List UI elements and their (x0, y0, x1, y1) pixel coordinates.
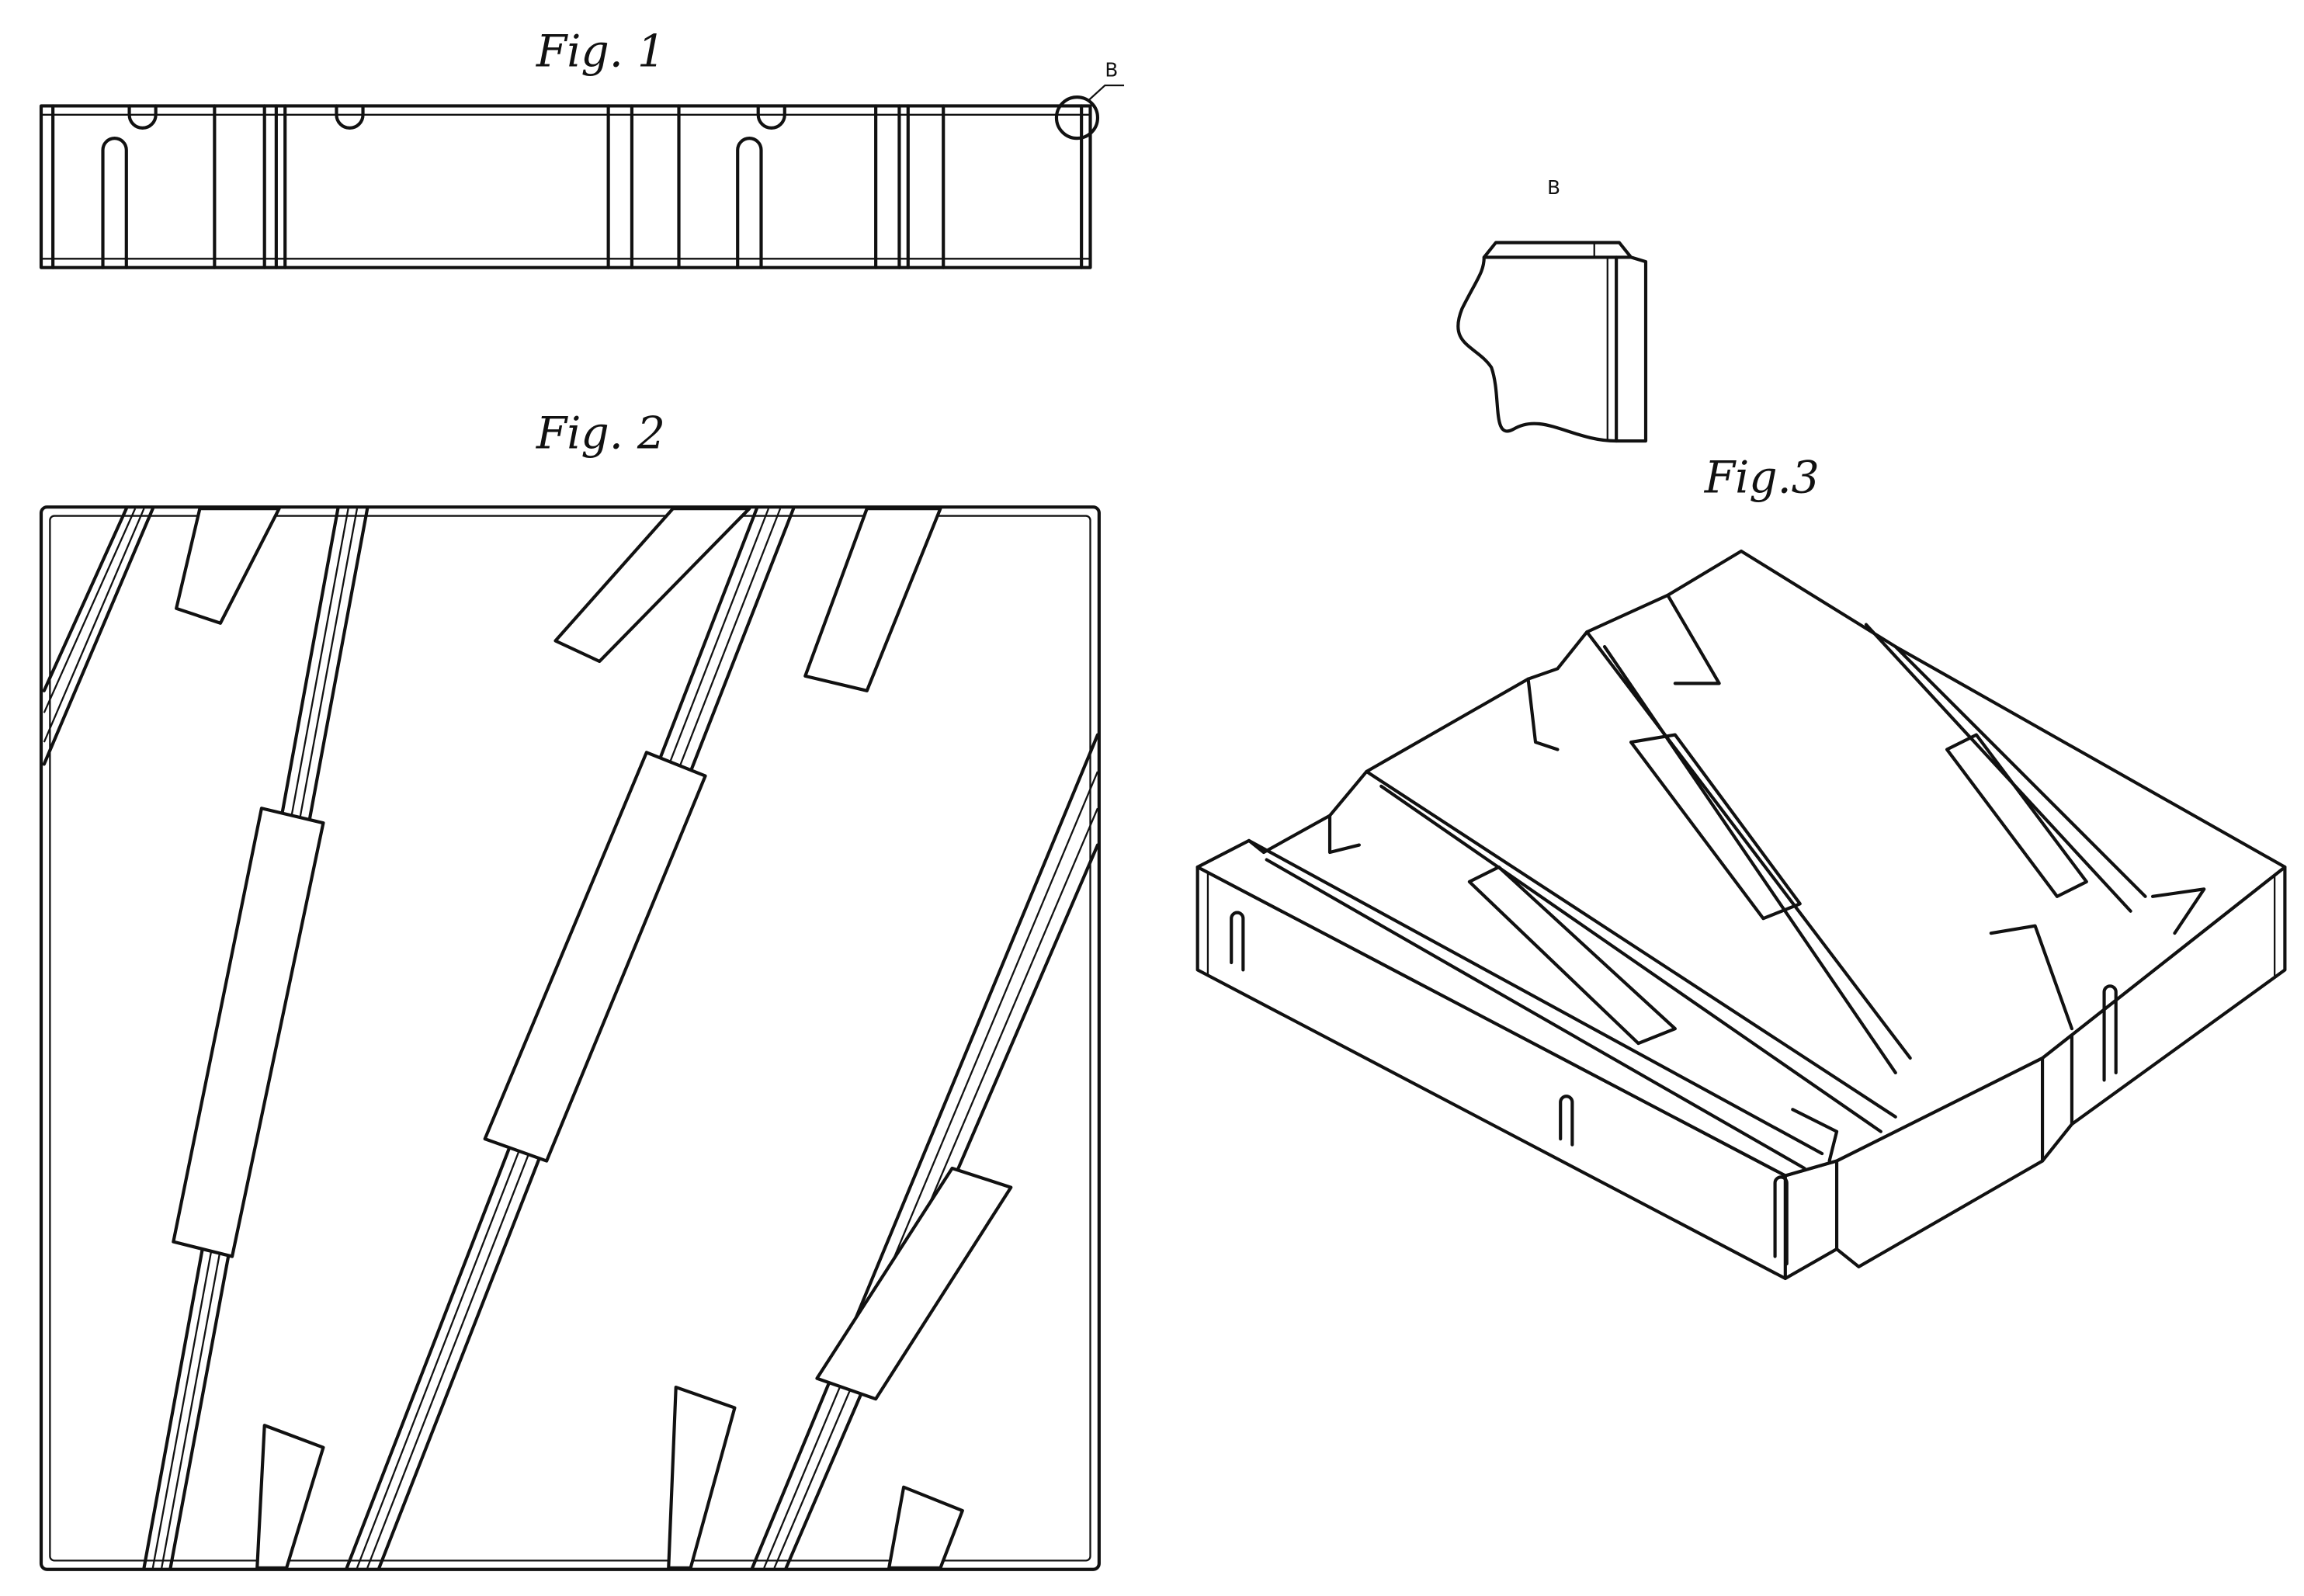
detail-b-circle (1054, 95, 1100, 141)
fig3-edges (1206, 873, 2276, 1281)
figure-3-label: Fig.3 (1704, 452, 1820, 503)
fig2-capsules (172, 751, 1013, 1401)
figure-3-isometric-view: Fig.3 (1195, 452, 2287, 1281)
fig1-slots (101, 137, 763, 269)
fig2-bottom-notches (255, 1385, 964, 1570)
detail-b-label: B (1547, 176, 1560, 199)
detail-b-view: B (1456, 176, 1648, 443)
fig2-outline (39, 505, 1101, 1571)
figure-2-label: Fig. 2 (536, 408, 665, 460)
fig1-top-notches (127, 104, 786, 130)
figure-1-side-view: Fig. 1 B (39, 26, 1125, 269)
figure-1-label: Fig. 1 (536, 26, 665, 77)
fig1-vertical-ribs (51, 104, 1084, 269)
figure-2-plan-view: Fig. 2 (39, 408, 1101, 1571)
fig3-grooves (1247, 593, 2206, 1171)
fig1-outline (39, 104, 1092, 269)
detail-b-reference: B (1105, 59, 1118, 82)
fig2-top-notches (175, 507, 942, 692)
fig3-top-face (1195, 549, 2287, 1178)
